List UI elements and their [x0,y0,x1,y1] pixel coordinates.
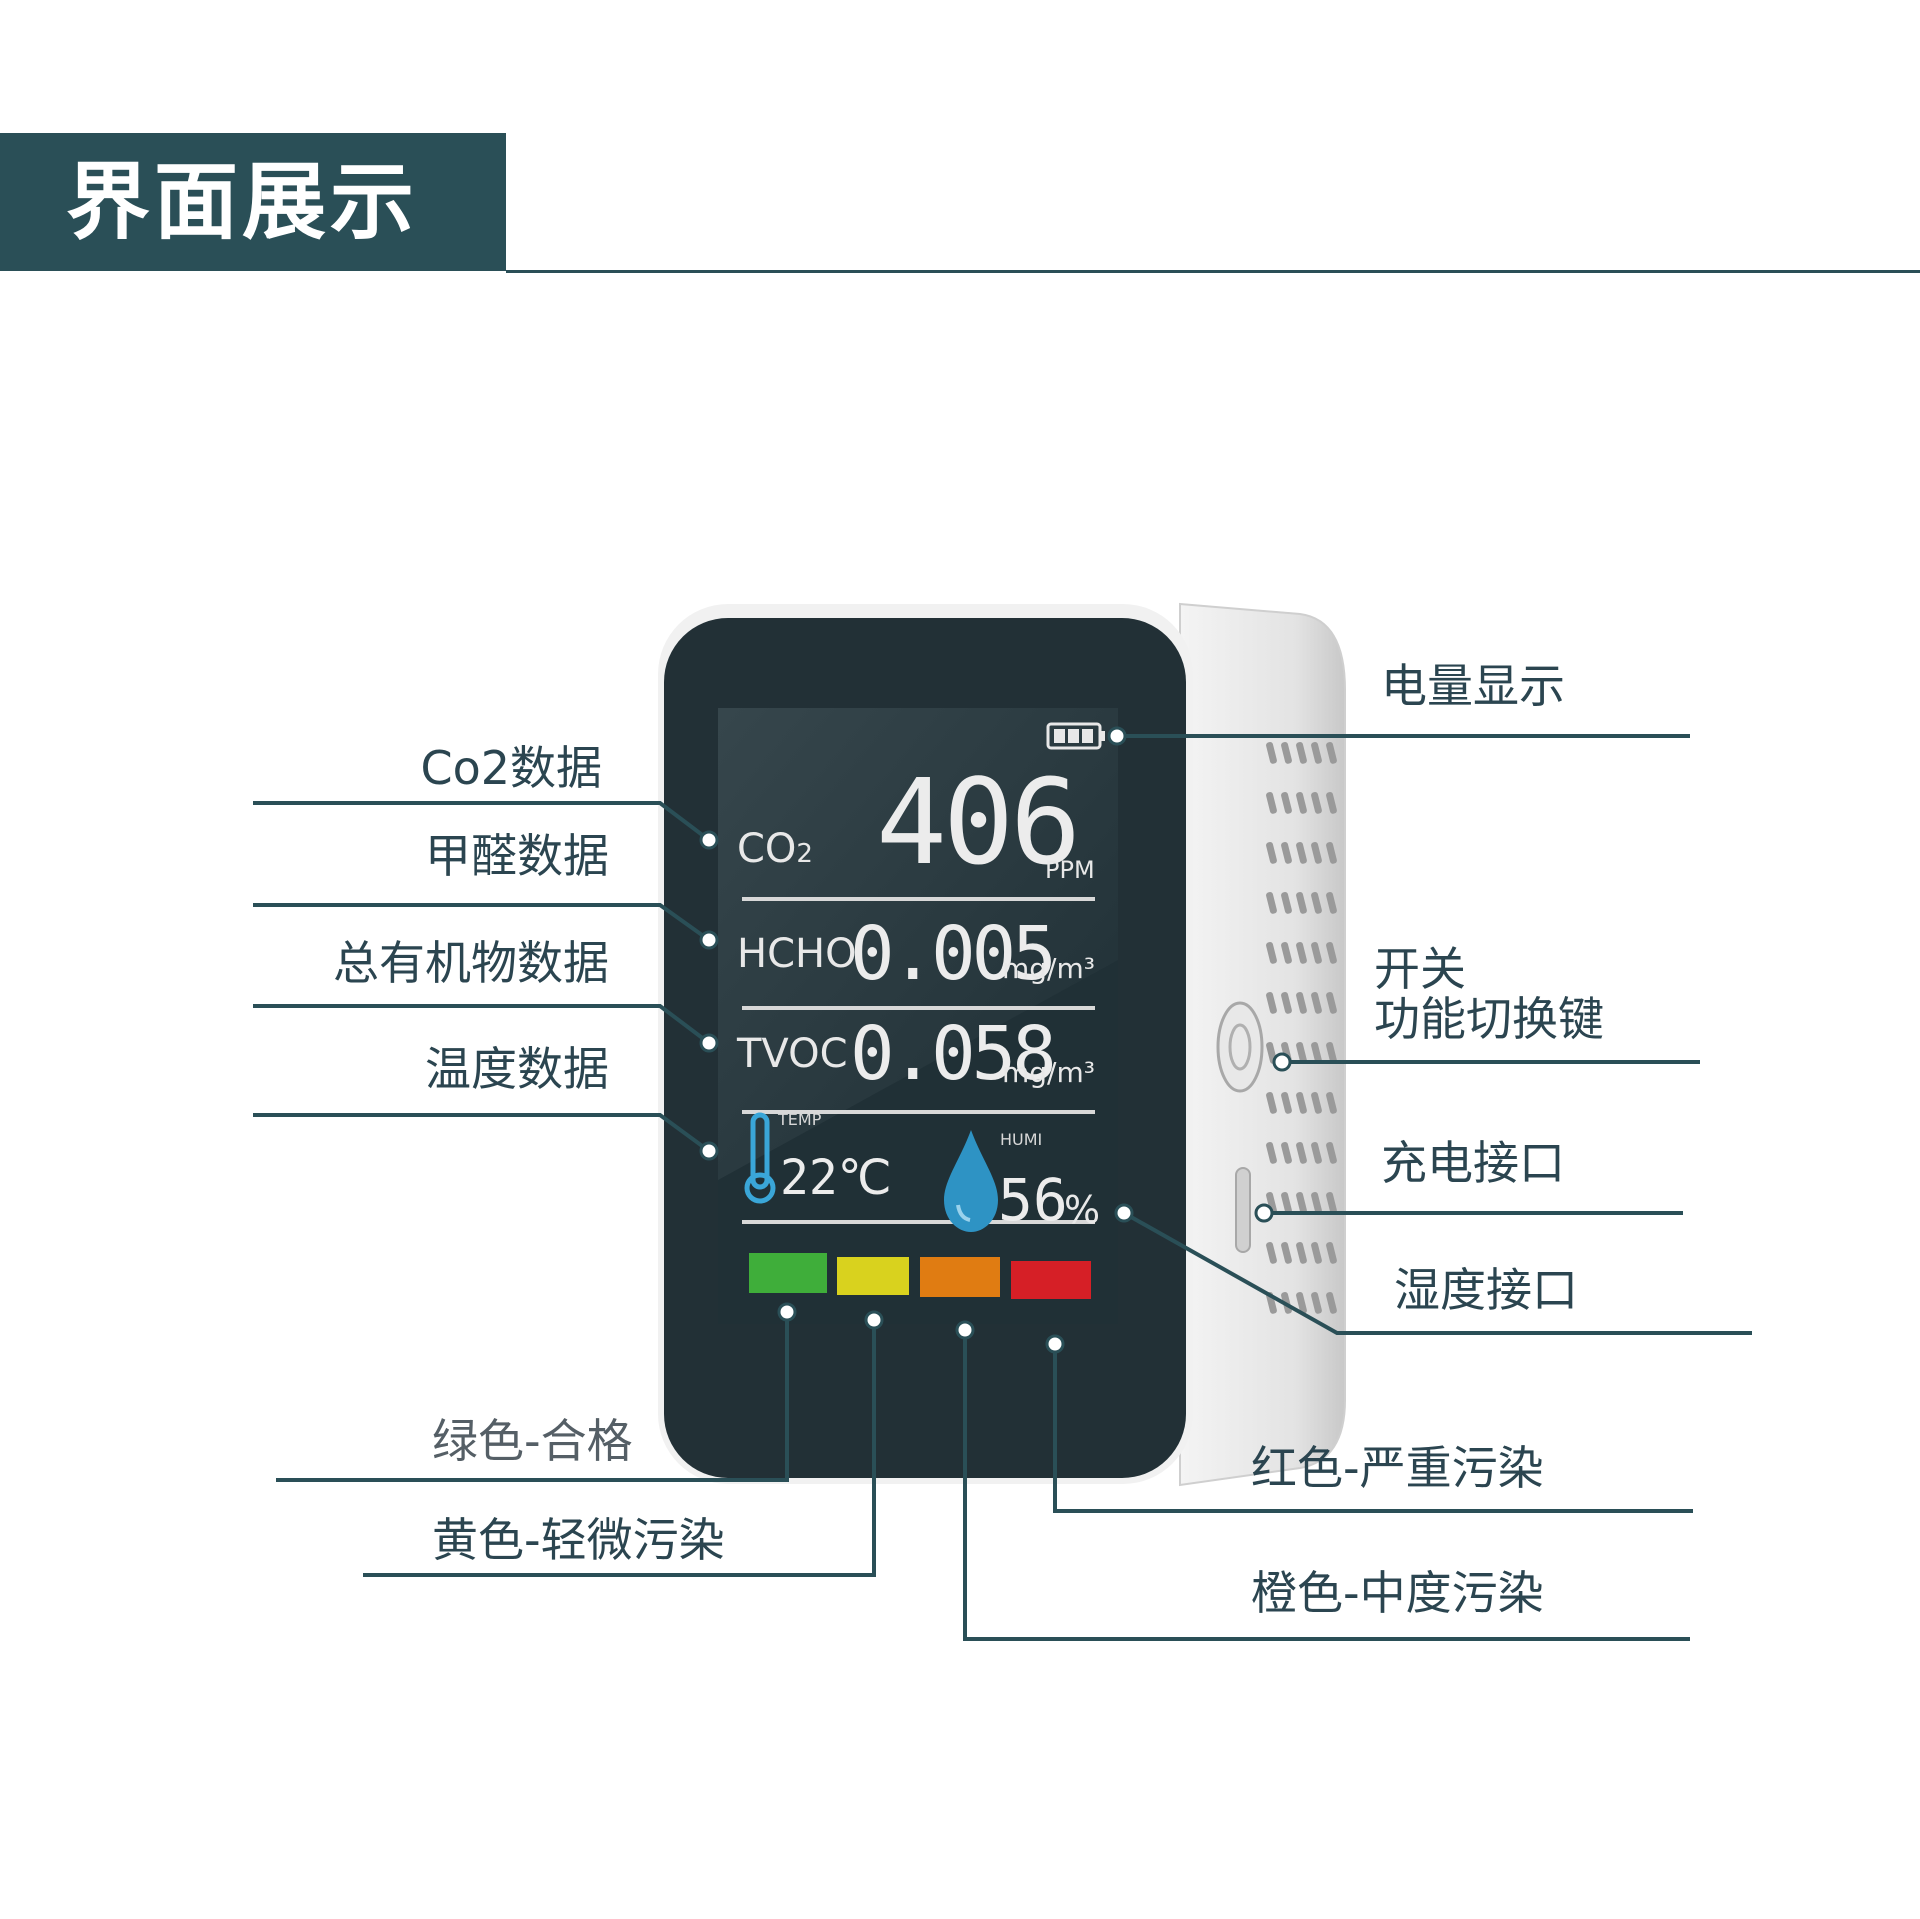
humi-value: 56 [998,1166,1068,1234]
tvoc-value: 0.058 [850,1011,1057,1097]
co2-label: CO2 [737,826,813,872]
thermometer-icon [744,1112,776,1204]
header-banner [0,133,506,271]
power-button-icon [1216,1001,1264,1093]
co2-value: 406 [876,753,1081,891]
tvoc-callout: 总有机物数据 [333,936,609,990]
switch-callout-line2: 功能切换键 [1374,992,1604,1046]
orange-bar [920,1257,1000,1297]
green-bar [749,1253,827,1293]
humi-unit: % [1064,1188,1101,1232]
red-callout: 红色-严重污染 [1251,1441,1544,1495]
green-callout: 绿色-合格 [432,1414,633,1468]
humidity-callout: 湿度接口 [1394,1263,1578,1317]
yellow-bar [837,1257,909,1295]
orange-callout: 橙色-中度污染 [1251,1566,1544,1620]
hcho-unit: mg/m³ [1002,952,1095,985]
battery-icon [1046,722,1105,750]
battery-callout: 电量显示 [1381,659,1565,713]
hcho-value: 0.005 [850,911,1057,997]
display-glare [718,708,1118,1180]
charge-port-icon [1235,1167,1251,1253]
red-bar [1011,1261,1091,1299]
hcho-callout: 甲醛数据 [425,829,609,883]
tvoc-unit: mg/m³ [1002,1056,1095,1089]
temp-value: 22℃ [780,1150,892,1206]
co2-unit: PPM [1045,856,1095,884]
temp-label: TEMP [778,1110,822,1129]
co2-callout: Co2数据 [420,741,602,795]
switch-callout-line1: 开关 [1374,942,1466,996]
charge-callout: 充电接口 [1381,1136,1565,1190]
humi-label: HUMI [1000,1130,1043,1149]
hcho-label: HCHO [737,931,857,977]
page-title: 界面展示 [66,153,419,251]
temp-callout: 温度数据 [425,1042,609,1096]
header-rule [506,270,1920,273]
yellow-callout: 黄色-轻微污染 [432,1513,725,1567]
tvoc-label: TVOC [737,1031,848,1077]
vent-slots [1265,741,1338,1315]
